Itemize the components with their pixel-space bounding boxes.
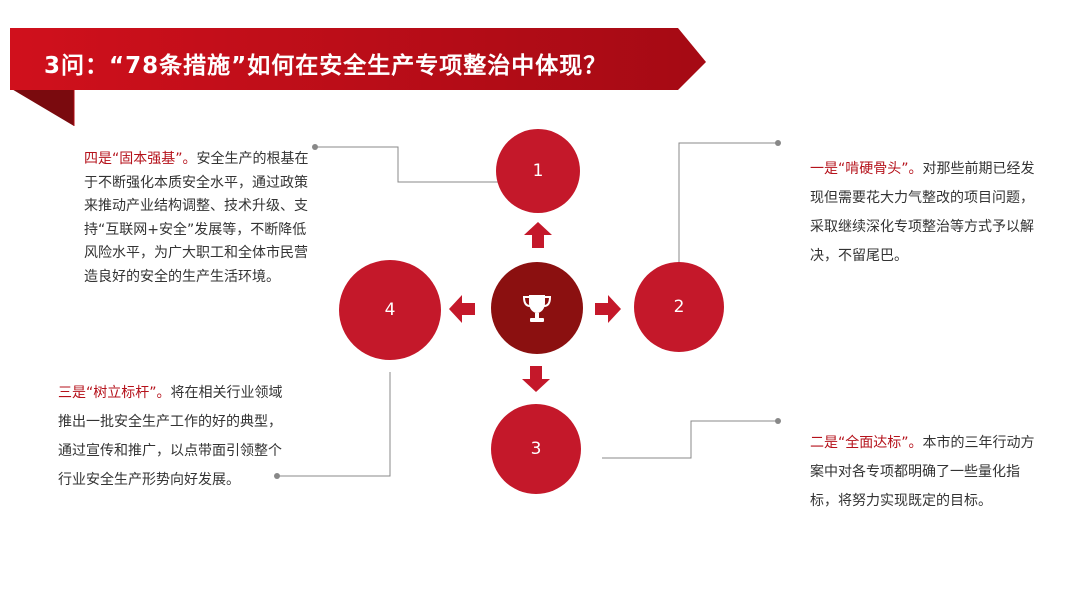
body-one: 对那些前期已经发现但需要花大力气整改的项目问题，采取继续深化专项整治等方式予以解… — [810, 161, 1035, 264]
body-four: 安全生产的根基在于不断强化本质安全水平，通过政策来推动产业结构调整、技术升级、支… — [84, 151, 309, 285]
connector-node-1 — [315, 146, 498, 183]
body-three: 将在相关行业领域推出一批安全生产工作的好的典型，通过宣传和推广，以点带面引领整个… — [58, 385, 283, 488]
heading-three: 三是“树立标杆”。 — [58, 385, 171, 401]
node-circle-1: 1 — [496, 129, 580, 213]
heading-four: 四是“固本强基”。 — [84, 151, 197, 167]
title-banner — [10, 28, 706, 126]
text-block-four: 四是“固本强基”。安全生产的根基在于不断强化本质安全水平，通过政策来推动产业结构… — [84, 148, 312, 289]
text-block-two: 二是“全面达标”。本市的三年行动方案中对各专项都明确了一些量化指标，将努力实现既… — [810, 429, 1036, 516]
trophy-icon — [522, 295, 552, 322]
banner-ribbon — [10, 28, 706, 90]
page-title: 3问：“78条措施”如何在安全生产专项整治中体现？ — [44, 53, 608, 79]
heading-two: 二是“全面达标”。 — [810, 435, 923, 451]
connector-node-2 — [678, 142, 778, 276]
connector-dot-4 — [274, 473, 280, 479]
arrow-down-icon — [522, 366, 550, 392]
node-circle-4: 4 — [339, 260, 441, 360]
arrow-up-icon — [524, 222, 552, 248]
connector-dot-2 — [775, 140, 781, 146]
connector-dot-1 — [312, 144, 318, 150]
node-circle-3: 3 — [491, 404, 581, 494]
arrow-right-icon — [595, 295, 621, 323]
connector-dot-3 — [775, 418, 781, 424]
text-block-three: 三是“树立标杆”。将在相关行业领域推出一批安全生产工作的好的典型，通过宣传和推广… — [58, 379, 284, 495]
body-two: 本市的三年行动方案中对各专项都明确了一些量化指标，将努力实现既定的目标。 — [810, 435, 1035, 509]
heading-one: 一是“啃硬骨头”。 — [810, 161, 923, 177]
connector-node-4 — [277, 372, 391, 477]
arrow-left-icon — [449, 295, 475, 323]
text-block-one: 一是“啃硬骨头”。对那些前期已经发现但需要花大力气整改的项目问题，采取继续深化专… — [810, 155, 1036, 271]
banner-fold — [10, 88, 74, 126]
node-circle-2: 2 — [634, 262, 724, 352]
center-circle — [491, 262, 583, 354]
connector-node-3 — [602, 420, 778, 459]
